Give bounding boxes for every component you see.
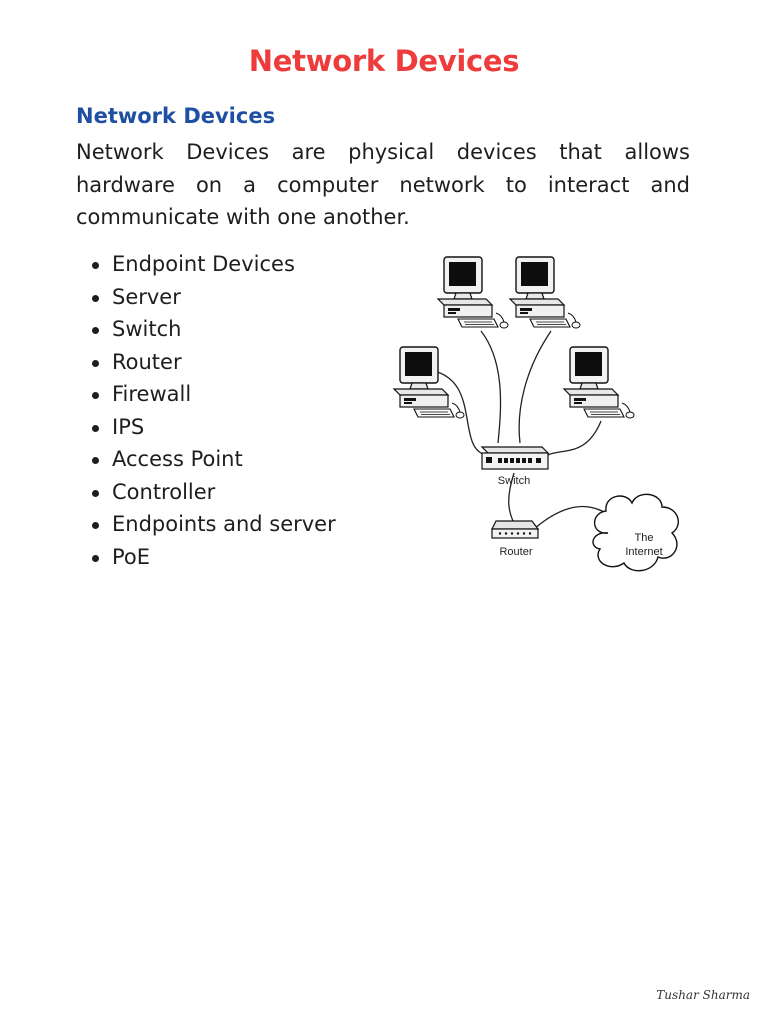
list-item: Firewall [76, 378, 336, 411]
list-item: Router [76, 346, 336, 379]
footer-author: Tushar Sharma [656, 988, 750, 1002]
page-title: Network Devices [248, 44, 520, 78]
list-item: Access Point [76, 443, 336, 476]
list-item: PoE [76, 541, 336, 574]
list-item: Switch [76, 313, 336, 346]
internet-label-line1: The [634, 532, 654, 544]
router-icon [491, 520, 540, 539]
computer-icon [437, 256, 509, 329]
list-item: Endpoint Devices [76, 248, 336, 281]
list-item: Server [76, 281, 336, 314]
device-list: Endpoint Devices Server Switch Router Fi… [76, 248, 336, 573]
internet-label-line2: Internet [625, 546, 663, 558]
computer-icon [509, 256, 581, 329]
network-cables [433, 330, 619, 530]
intro-paragraph: Network Devices are physical devices tha… [76, 140, 690, 229]
list-item: IPS [76, 411, 336, 444]
network-diagram: Switch Router The Internet [386, 243, 696, 593]
network-diagram-drawing [393, 256, 680, 572]
list-item: Endpoints and server [76, 508, 336, 541]
section-heading: Network Devices [76, 104, 276, 128]
list-item: Controller [76, 476, 336, 509]
computer-icon [563, 346, 635, 419]
switch-icon [480, 446, 550, 470]
router-label: Router [499, 546, 533, 558]
internet-cloud-icon [592, 493, 680, 572]
switch-label: Switch [497, 475, 531, 487]
